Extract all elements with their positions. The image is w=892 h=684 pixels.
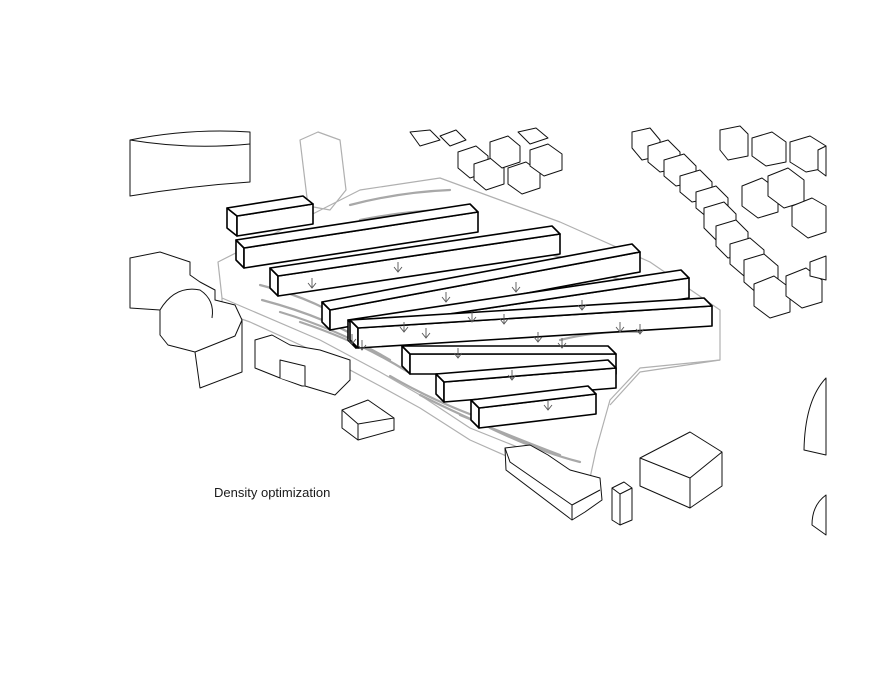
housing-bar-roof xyxy=(235,203,479,249)
cube-cluster-northeast xyxy=(631,125,827,319)
curved-building-nw xyxy=(129,130,251,197)
down-arrow-icon xyxy=(453,348,463,359)
building-block-south xyxy=(504,444,603,521)
down-arrow-icon xyxy=(347,334,357,345)
down-arrow-icon xyxy=(533,332,543,343)
down-arrow-icon xyxy=(421,328,431,339)
housing-bar-roof xyxy=(321,243,641,311)
housing-bar-roof xyxy=(401,345,617,355)
tower-south xyxy=(611,481,633,526)
cube-cluster-north xyxy=(409,127,563,195)
down-arrow-icon xyxy=(577,300,587,311)
down-arrow-icon xyxy=(543,400,553,411)
down-arrow-icon xyxy=(393,262,403,273)
building-cluster-west xyxy=(129,251,243,389)
down-arrow-icon xyxy=(307,278,317,289)
flow-arrows xyxy=(307,262,645,411)
down-arrow-icon xyxy=(615,322,625,333)
diagram-caption: Density optimization xyxy=(214,485,331,500)
housing-bar-roof xyxy=(470,385,597,409)
down-arrow-icon xyxy=(635,324,645,335)
housing-bar-roof xyxy=(226,195,314,217)
housing-bar-roof xyxy=(269,225,561,277)
curved-building-east xyxy=(803,377,827,456)
context-buildings xyxy=(129,125,827,536)
down-arrow-icon xyxy=(507,370,517,381)
housing-bar-roof xyxy=(435,359,617,383)
down-arrow-icon xyxy=(467,312,477,323)
down-arrow-icon xyxy=(441,292,451,303)
down-arrow-icon xyxy=(357,340,367,351)
linear-housing-bars xyxy=(226,195,713,429)
down-arrow-icon xyxy=(499,314,509,325)
down-arrow-icon xyxy=(399,322,409,333)
down-arrow-icon xyxy=(557,338,567,349)
down-arrow-icon xyxy=(511,282,521,293)
